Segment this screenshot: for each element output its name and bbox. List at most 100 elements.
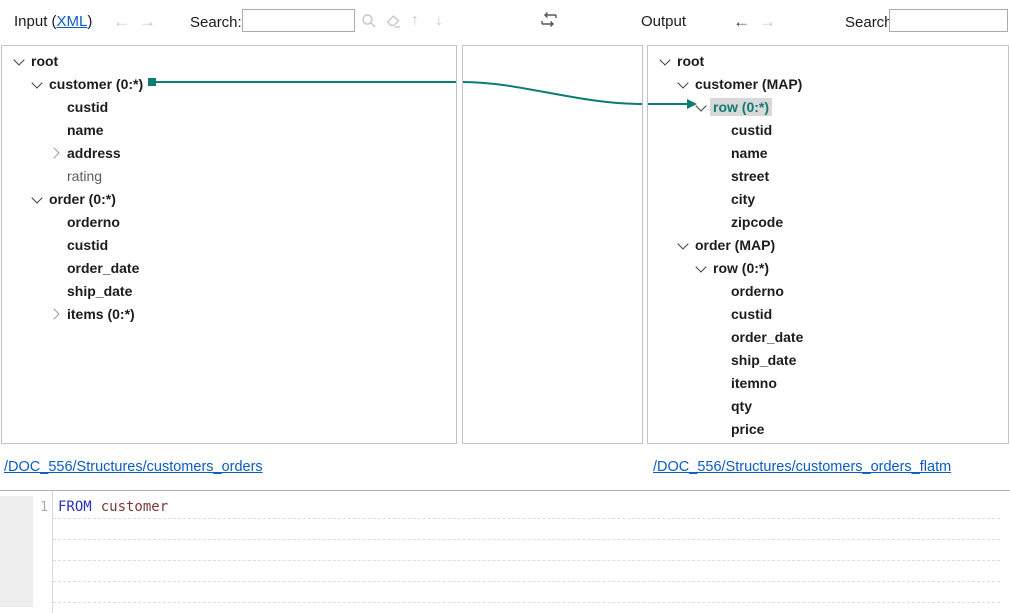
editor-row-separator [53,560,1000,561]
tree-node-label[interactable]: qty [731,397,752,414]
tree-node-root[interactable]: root [648,49,1008,72]
chevron-down-icon[interactable] [28,75,46,93]
chevron-down-icon[interactable] [656,52,674,70]
tree-node-label[interactable]: orderno [731,282,784,299]
tree-node-itemno[interactable]: itemno [648,371,1008,394]
chevron-right-icon[interactable] [46,305,64,323]
tree-node-customer-0[interactable]: customer (0:*) [2,72,456,95]
tree-node-orderno[interactable]: orderno [648,279,1008,302]
chevron-down-icon[interactable] [674,236,692,254]
tree-node-label[interactable]: name [67,121,104,138]
tree-node-label[interactable]: order_date [731,328,804,345]
input-search-input[interactable] [242,9,355,32]
tree-node-label[interactable]: name [731,144,768,161]
input-format-link[interactable]: XML [56,13,88,30]
tree-node-city[interactable]: city [648,187,1008,210]
input-forward-icon[interactable]: → [139,12,156,31]
tree-node-label[interactable]: ship_date [731,351,797,368]
chevron-down-icon[interactable] [10,52,28,70]
tree-node-custid[interactable]: custid [648,302,1008,325]
chevron-down-icon[interactable] [674,75,692,93]
tree-node-rating[interactable]: rating [2,164,456,187]
tree-node-price[interactable]: price [648,417,1008,440]
input-source-link[interactable]: /DOC_556/Structures/customers_orders [4,459,263,475]
tree-node-street[interactable]: street [648,164,1008,187]
tree-node-ship-date[interactable]: ship_date [648,348,1008,371]
chevron-spacer [46,213,64,231]
tree-node-label[interactable]: row (0:*) [713,259,769,276]
output-panel-title: Output [641,13,687,30]
chevron-right-icon[interactable] [46,144,64,162]
tree-node-label[interactable]: price [731,420,765,437]
tree-node-label[interactable]: items (0:*) [67,305,135,322]
tree-node-label[interactable]: customer (MAP) [695,75,803,92]
tree-node-name[interactable]: name [648,141,1008,164]
output-tree-panel: root customer (MAP) row (0:*) custid name str… [647,45,1009,444]
tree-node-label[interactable]: order (MAP) [695,236,776,253]
editor-scrollbar[interactable] [0,496,33,607]
tree-node-label[interactable]: address [67,144,121,161]
chevron-down-icon[interactable] [28,190,46,208]
chevron-spacer [710,121,728,139]
tree-node-label[interactable]: root [31,52,59,69]
chevron-down-icon[interactable] [692,259,710,277]
output-back-icon[interactable]: ← [733,12,750,31]
arrow-down-icon[interactable]: ↓ [435,12,443,29]
tree-node-qty[interactable]: qty [648,394,1008,417]
output-search-input[interactable] [889,9,1008,32]
tree-node-label[interactable]: ship_date [67,282,133,299]
output-source-link[interactable]: /DOC_556/Structures/customers_orders_fla… [653,459,952,475]
tree-node-label[interactable]: zipcode [731,213,784,230]
tree-node-order-0[interactable]: order (0:*) [2,187,456,210]
search-icon[interactable] [360,11,378,31]
tree-node-label[interactable]: custid [731,305,773,322]
tree-node-order-map[interactable]: order (MAP) [648,233,1008,256]
chevron-spacer [710,328,728,346]
tree-node-root[interactable]: root [2,49,456,72]
mapping-canvas-panel[interactable] [462,45,643,444]
tree-node-label[interactable]: orderno [67,213,120,230]
tree-node-address[interactable]: address [2,141,456,164]
tree-node-label[interactable]: customer (0:*) [49,75,144,92]
editor-divider[interactable] [0,490,1010,491]
output-search-label: Search: [845,14,897,31]
swap-direction-icon[interactable] [538,10,560,30]
tree-node-zipcode[interactable]: zipcode [648,210,1008,233]
output-forward-icon[interactable]: → [759,12,776,31]
chevron-down-icon[interactable] [692,98,710,116]
chevron-spacer [710,305,728,323]
arrow-up-icon[interactable]: ↑ [411,12,419,29]
tree-node-label[interactable]: row (0:*) [710,97,772,116]
chevron-spacer [46,282,64,300]
tree-node-custid[interactable]: custid [2,233,456,256]
tree-node-row-0[interactable]: row (0:*) [648,95,1008,118]
tree-node-row-0[interactable]: row (0:*) [648,256,1008,279]
editor-gutter-divider [52,491,53,613]
tree-node-ship-date[interactable]: ship_date [2,279,456,302]
tree-node-label[interactable]: custid [67,98,109,115]
tree-node-customer-map[interactable]: customer (MAP) [648,72,1008,95]
eraser-icon[interactable] [384,11,402,31]
tree-node-label[interactable]: rating [67,167,103,184]
tree-node-custid[interactable]: custid [2,95,456,118]
tree-node-name[interactable]: name [2,118,456,141]
tree-node-label[interactable]: custid [67,236,109,253]
chevron-spacer [46,236,64,254]
tree-node-label[interactable]: root [677,52,705,69]
tree-node-custid[interactable]: custid [648,118,1008,141]
tree-node-label[interactable]: order (0:*) [49,190,116,207]
tree-node-order-date[interactable]: order_date [2,256,456,279]
tree-node-label[interactable]: itemno [731,374,777,391]
tree-node-label[interactable]: custid [731,121,773,138]
input-back-icon[interactable]: ← [113,12,130,31]
editor-row-separator [53,539,1000,540]
tree-node-label[interactable]: order_date [67,259,140,276]
tree-node-items-0[interactable]: items (0:*) [2,302,456,325]
tree-node-order-date[interactable]: order_date [648,325,1008,348]
tree-node-label[interactable]: city [731,190,756,207]
tree-node-orderno[interactable]: orderno [2,210,456,233]
tree-node-label[interactable]: street [731,167,770,184]
